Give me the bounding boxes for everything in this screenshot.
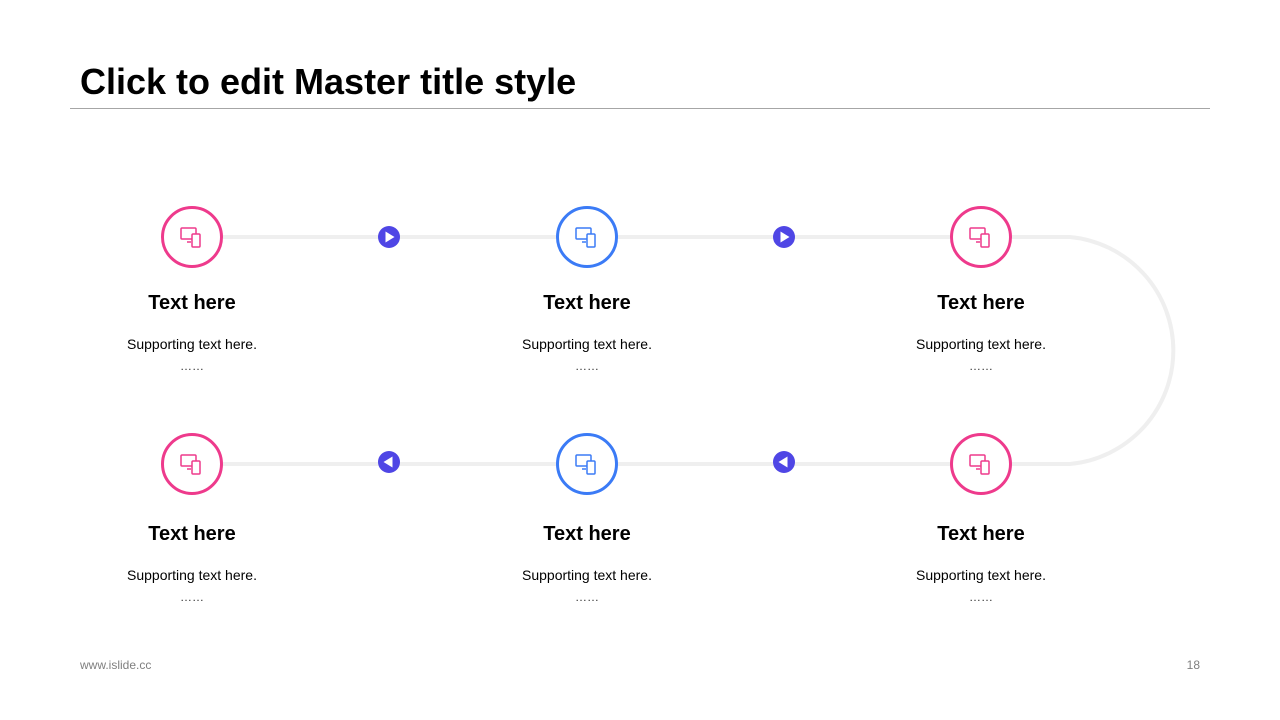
node-label-4: Text here Supporting text here. …… xyxy=(82,522,302,604)
footer-url: www.islide.cc xyxy=(80,658,152,672)
play-right-icon xyxy=(378,226,400,248)
node-label-1: Text here Supporting text here. …… xyxy=(82,291,302,373)
play-left-icon xyxy=(773,451,795,473)
node-label-2: Text here Supporting text here. …… xyxy=(477,291,697,373)
node-title: Text here xyxy=(937,523,1025,545)
devices-icon xyxy=(969,227,990,248)
node-label-5: Text here Supporting text here. …… xyxy=(477,522,697,604)
node-label-3: Text here Supporting text here. …… xyxy=(871,291,1091,373)
node-description: Supporting text here. xyxy=(522,336,652,352)
devices-icon xyxy=(575,454,596,475)
node-description: Supporting text here. xyxy=(522,567,652,583)
node-circle-2 xyxy=(556,206,618,268)
node-ellipsis: …… xyxy=(575,359,599,373)
node-title: Text here xyxy=(148,292,236,314)
node-ellipsis: …… xyxy=(575,590,599,604)
node-ellipsis: …… xyxy=(969,359,993,373)
node-description: Supporting text here. xyxy=(916,336,1046,352)
devices-icon xyxy=(575,227,596,248)
node-description: Supporting text here. xyxy=(916,567,1046,583)
node-title: Text here xyxy=(543,523,631,545)
node-circle-1 xyxy=(161,206,223,268)
connector-curve xyxy=(981,235,1176,466)
devices-icon xyxy=(969,454,990,475)
node-title: Text here xyxy=(148,523,236,545)
node-label-6: Text here Supporting text here. …… xyxy=(871,522,1091,604)
node-title: Text here xyxy=(937,292,1025,314)
node-circle-4 xyxy=(161,433,223,495)
node-ellipsis: …… xyxy=(180,359,204,373)
node-circle-3 xyxy=(950,206,1012,268)
title-divider xyxy=(70,108,1210,109)
node-title: Text here xyxy=(543,292,631,314)
play-right-icon xyxy=(773,226,795,248)
slide-title: Click to edit Master title style xyxy=(80,61,577,102)
node-description: Supporting text here. xyxy=(127,567,257,583)
play-left-icon xyxy=(378,451,400,473)
node-circle-5 xyxy=(556,433,618,495)
devices-icon xyxy=(180,454,201,475)
node-circle-6 xyxy=(950,433,1012,495)
node-ellipsis: …… xyxy=(969,590,993,604)
devices-icon xyxy=(180,227,201,248)
node-ellipsis: …… xyxy=(180,590,204,604)
page-number: 18 xyxy=(1186,658,1200,672)
node-description: Supporting text here. xyxy=(127,336,257,352)
